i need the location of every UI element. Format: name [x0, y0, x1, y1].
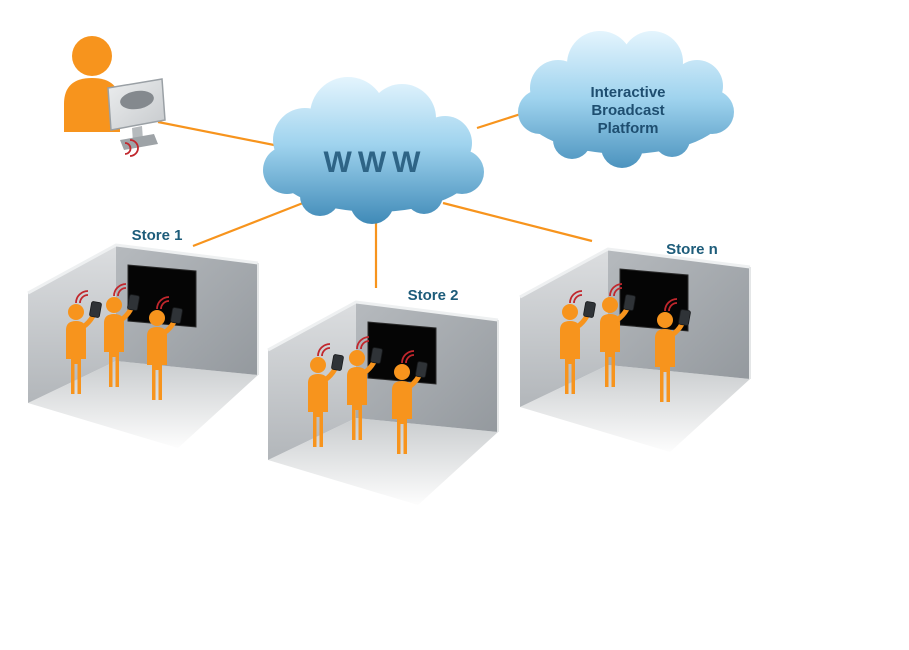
wifi-signal-icon	[124, 142, 132, 155]
connector-lines	[157, 110, 593, 288]
line-www-to-store1	[192, 201, 304, 248]
line-www-to-storen	[442, 201, 593, 243]
broadcast-platform-label: Interactive Broadcast Platform	[590, 84, 665, 137]
wifi-signal-icon	[129, 139, 139, 157]
platform-label-line3: Platform	[598, 120, 659, 137]
storen-room	[518, 247, 752, 454]
store2-label: Store 2	[408, 287, 459, 304]
store2-room	[266, 300, 500, 507]
www-cloud-label: WWW	[324, 146, 427, 179]
platform-label-line1: Interactive	[590, 84, 665, 101]
platform-label-line2: Broadcast	[591, 102, 664, 119]
storen-label: Store n	[666, 241, 718, 258]
www-cloud	[263, 77, 484, 224]
monitor-icon	[107, 78, 166, 157]
broadcaster-person-icon	[64, 36, 120, 132]
store1-label: Store 1	[132, 227, 183, 244]
line-broadcaster-to-www	[157, 120, 285, 149]
store1-room	[26, 243, 260, 450]
broadcaster-head	[72, 36, 112, 76]
broadcaster-body	[64, 78, 120, 132]
monitor-device	[120, 90, 154, 110]
broadcast-platform-cloud	[518, 31, 734, 168]
